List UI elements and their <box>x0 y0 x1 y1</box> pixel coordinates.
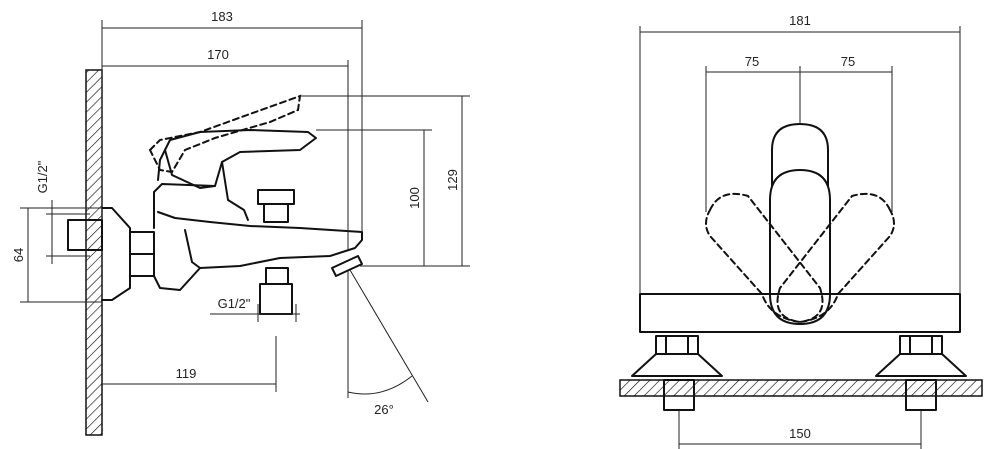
dim-overall-width: 183 <box>211 9 233 24</box>
dim-height-lever: 100 <box>407 187 422 209</box>
front-right-connector <box>875 335 967 411</box>
dim-front-overall-width: 181 <box>789 13 811 28</box>
dim-spout-angle: 26° <box>374 402 394 417</box>
diverter-knob <box>257 189 295 223</box>
wall-section-hatch <box>619 379 983 397</box>
dim-inlet-height: 64 <box>11 248 26 262</box>
front-left-connector <box>631 335 723 411</box>
dim-thread-outlet: G1/2" <box>218 296 251 311</box>
front-lever <box>769 123 831 325</box>
dim-lever-left: 75 <box>745 54 759 69</box>
front-lever-rotated <box>705 192 895 324</box>
dim-height-lever-raised: 129 <box>445 169 460 191</box>
side-dimensions <box>20 20 470 403</box>
dim-lever-right: 75 <box>841 54 855 69</box>
dim-thread-inlet: G1/2" <box>35 160 50 193</box>
eccentric-connector <box>67 207 155 301</box>
front-mixer-body <box>639 293 961 333</box>
dim-outlet-distance: 119 <box>176 366 197 381</box>
side-view: 183 170 129 100 G1/2" 64 G1/2" 119 26° <box>11 9 470 436</box>
dim-inlet-spacing: 150 <box>789 426 811 441</box>
aerator <box>331 255 363 277</box>
lever-raised-outline <box>148 94 302 174</box>
front-view: 181 75 75 150 <box>619 13 983 449</box>
mixer-body <box>153 129 363 291</box>
front-dimensions <box>639 26 961 449</box>
dim-body-width: 170 <box>207 47 229 62</box>
wall-hatch <box>85 69 103 436</box>
outlet-connector <box>259 267 293 315</box>
